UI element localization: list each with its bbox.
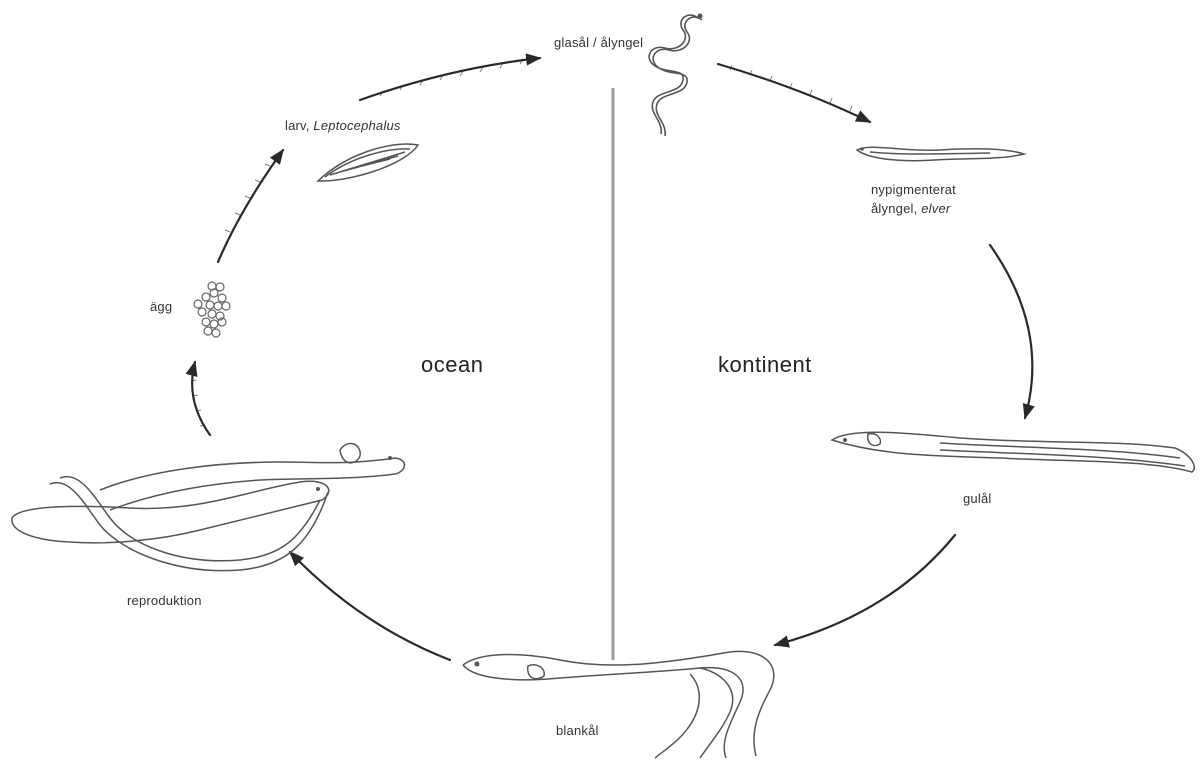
- label-glass-eel: glasål / ålyngel: [554, 35, 643, 50]
- label-silver-eel: blankål: [556, 723, 599, 738]
- arrow-yellow-to-silver: [775, 535, 955, 645]
- label-pigmented-word: ålyngel,: [871, 201, 921, 216]
- arrow-larva-to-glass-eel: [360, 58, 540, 100]
- label-pigmented-line1: nypigmenterat: [871, 180, 1071, 199]
- arrow-glass-eel-to-pigmented: [718, 64, 870, 122]
- arrow-pigmented-to-yellow: [990, 245, 1032, 418]
- eggs-illustration: [194, 282, 230, 337]
- label-larva: larv, Leptocephalus: [285, 118, 401, 133]
- label-pigmented-line2: ålyngel, elver: [871, 199, 1071, 218]
- silver-eel-illustration: [463, 651, 774, 758]
- zone-label-ocean: ocean: [421, 352, 483, 378]
- arrow-egg-to-larva: [218, 150, 283, 262]
- zone-label-continent: kontinent: [718, 352, 812, 378]
- label-yellow-eel: gulål: [963, 491, 991, 506]
- arrow-silver-to-reproduction: [290, 552, 450, 660]
- label-larva-taxon: Leptocephalus: [313, 118, 400, 133]
- label-elver-word: elver: [921, 201, 950, 216]
- label-pigmented-elver: nypigmenterat ålyngel, elver: [871, 180, 1071, 218]
- larva-illustration: [318, 144, 418, 181]
- reproduction-eels-illustration: [12, 443, 405, 570]
- label-egg: ägg: [150, 299, 172, 314]
- label-larva-prefix: larv,: [285, 118, 313, 133]
- arrow-reproduction-to-egg: [192, 362, 210, 435]
- yellow-eel-illustration: [832, 432, 1194, 472]
- pigmented-elver-illustration: [857, 147, 1024, 160]
- label-reproduction: reproduktion: [127, 593, 202, 608]
- glass-eel-illustration: [649, 14, 702, 137]
